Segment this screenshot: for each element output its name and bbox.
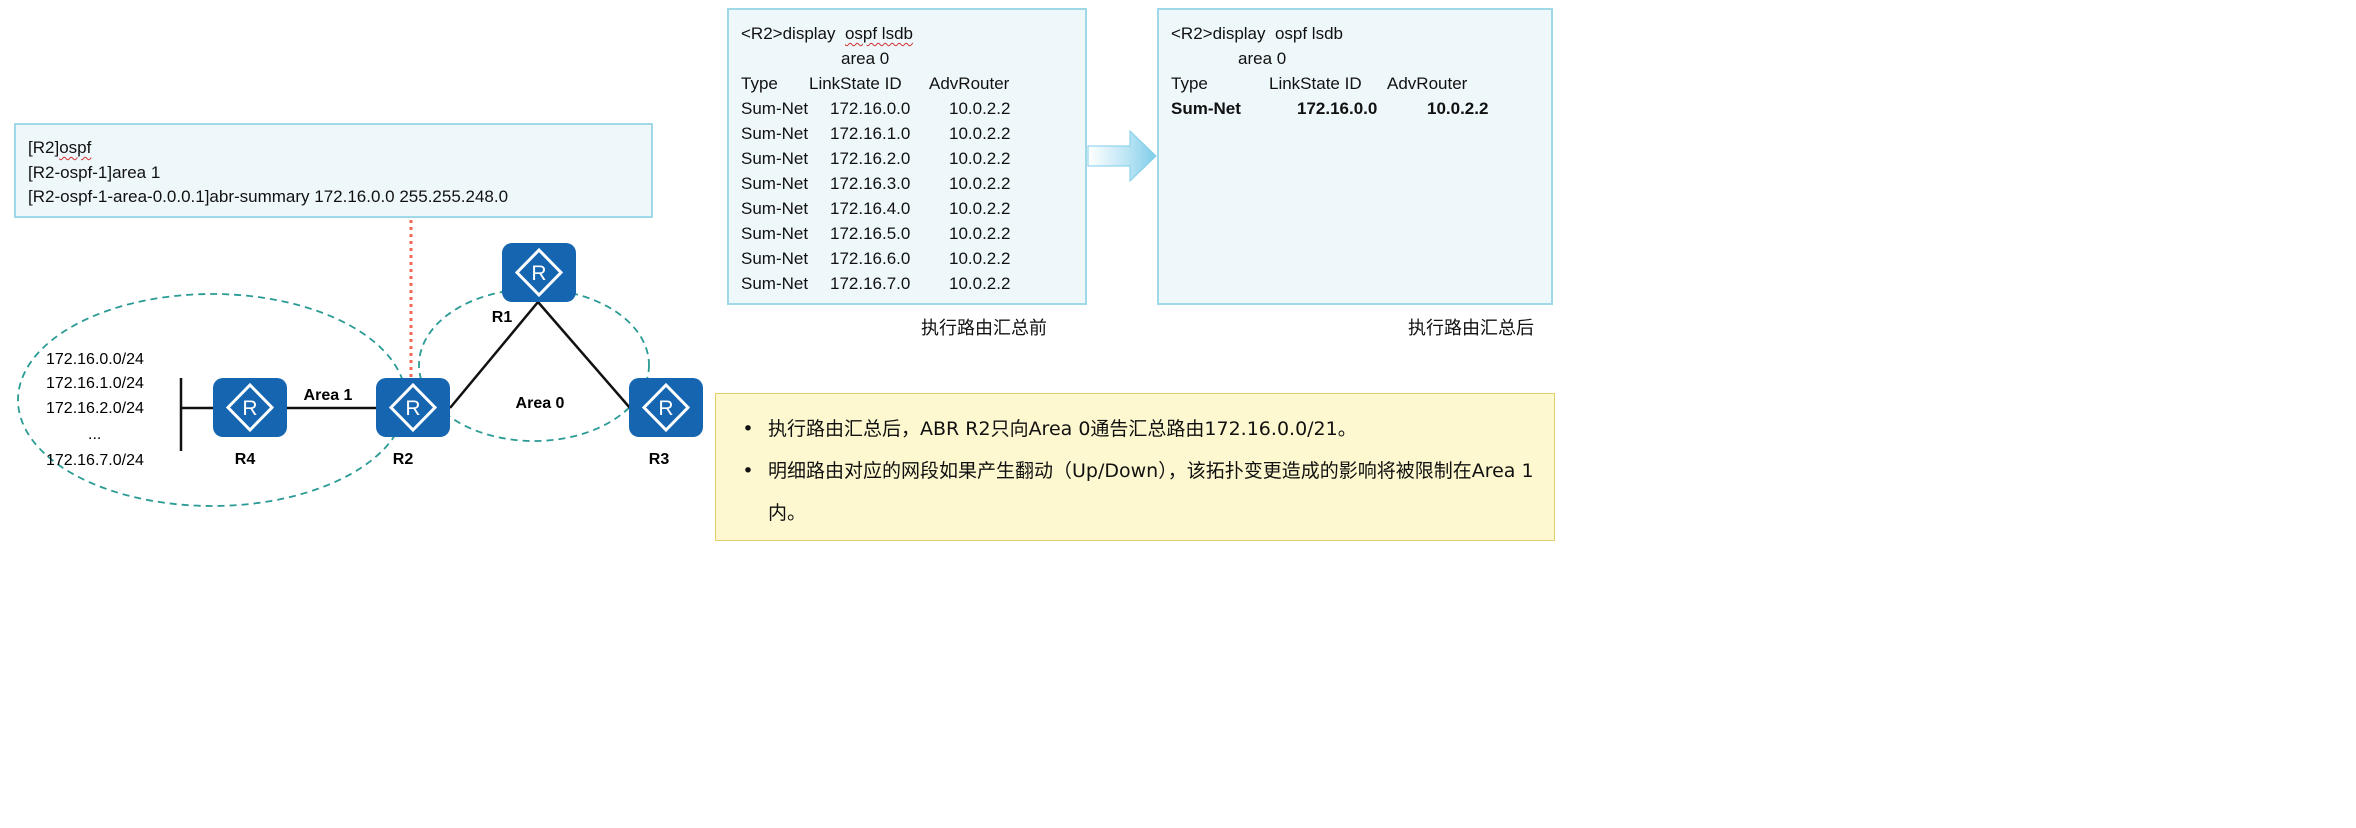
command-line-3: [R2-ospf-1-area-0.0.0.1]abr-summary 172.… [28, 187, 509, 206]
note-item: • 明细路由对应的网段如果产生翻动（Up/Down），该拓扑变更造成的影响将被限… [728, 450, 1534, 534]
lsdb-before-cell-adv: 10.0.2.2 [949, 99, 1011, 118]
arrow-right-icon [1087, 129, 1157, 183]
link-r2-r1 [449, 301, 539, 409]
lsdb-before-row: Sum-Net 172.16.5.0 10.0.2.2 [741, 221, 1073, 246]
lsdb-before-cell-id: 172.16.1.0 [830, 124, 911, 143]
lsdb-before-cell-id: 172.16.3.0 [830, 174, 911, 193]
area1-label: Area 1 [304, 387, 353, 404]
router-r1-icon: R [502, 243, 576, 302]
lsdb-before-area: area 0 [841, 49, 890, 68]
router-r4-label: R4 [235, 451, 256, 468]
lsdb-before-cell-id: 172.16.4.0 [830, 199, 911, 218]
lsdb-before-command: <R2>display ospf lsdb [741, 24, 913, 43]
lsdb-before-cell-adv: 10.0.2.2 [949, 224, 1011, 243]
router-r3-icon: R [629, 378, 703, 437]
bullet-icon: • [742, 418, 754, 440]
lsdb-before-cell-adv: 10.0.2.2 [949, 274, 1011, 293]
lsdb-before-cell-id: 172.16.0.0 [830, 99, 911, 118]
lsdb-before-cell-adv: 10.0.2.2 [949, 249, 1011, 268]
header-type: Type [741, 74, 778, 93]
lsdb-before-cell-type: Sum-Net [741, 249, 809, 268]
lsdb-before-row: Sum-Net 172.16.3.0 10.0.2.2 [741, 171, 1073, 196]
header-link-state-id: LinkState ID [809, 74, 902, 93]
lsdb-after-command-word: ospf lsdb [1274, 24, 1343, 43]
lsdb-before-cell-type: Sum-Net [741, 99, 809, 118]
header-adv-router: AdvRouter [1387, 74, 1468, 93]
lsdb-before-cell-adv: 10.0.2.2 [949, 199, 1011, 218]
header-link-state-id: LinkState ID [1269, 74, 1362, 93]
router-r1-label: R1 [492, 309, 513, 326]
network-ellipsis: ... [88, 426, 101, 443]
network-2: 172.16.1.0/24 [46, 375, 144, 392]
lsdb-before-cell-id: 172.16.5.0 [830, 224, 911, 243]
network-8: 172.16.7.0/24 [46, 452, 144, 469]
lsdb-before-cell-type: Sum-Net [741, 274, 809, 293]
svg-text:R: R [658, 397, 673, 420]
area0-boundary [418, 288, 650, 442]
caption-after: 执行路由汇总后 [1408, 318, 1534, 339]
router-r2-label: R2 [393, 451, 414, 468]
lsdb-before-cell-type: Sum-Net [741, 149, 809, 168]
summary-note-box: • 执行路由汇总后，ABR R2只向Area 0通告汇总路由172.16.0.0… [715, 393, 1555, 541]
lsdb-before-row: Sum-Net 172.16.1.0 10.0.2.2 [741, 121, 1073, 146]
note-item: • 执行路由汇总后，ABR R2只向Area 0通告汇总路由172.16.0.0… [728, 408, 1534, 450]
header-type: Type [1171, 74, 1208, 93]
lsdb-before-box: <R2>display ospf lsdb area 0 Type LinkSt… [727, 8, 1087, 305]
network-3: 172.16.2.0/24 [46, 400, 144, 417]
lsdb-after-box: <R2>display ospf lsdb area 0 Type LinkSt… [1157, 8, 1553, 305]
lsdb-before-cell-type: Sum-Net [741, 199, 809, 218]
svg-text:R: R [405, 397, 420, 420]
lsdb-before-row: Sum-Net 172.16.0.0 10.0.2.2 [741, 96, 1073, 121]
lsdb-before-command-word: ospf lsdb [844, 24, 913, 43]
lsdb-before-cell-type: Sum-Net [741, 174, 809, 193]
bullet-icon: • [742, 460, 754, 482]
lsdb-before-cell-adv: 10.0.2.2 [949, 124, 1011, 143]
lsdb-before-header: Type LinkState ID AdvRouter [741, 71, 1073, 96]
svg-text:R: R [531, 262, 546, 285]
note-text-2: 明细路由对应的网段如果产生翻动（Up/Down），该拓扑变更造成的影响将被限制在… [768, 460, 1534, 524]
command-box: [R2]ospf [R2-ospf-1]area 1 [R2-ospf-1-ar… [14, 123, 653, 218]
lsdb-after-header: Type LinkState ID AdvRouter [1171, 71, 1539, 96]
lsdb-before-cell-type: Sum-Net [741, 124, 809, 143]
lsdb-before-row: Sum-Net 172.16.6.0 10.0.2.2 [741, 246, 1073, 271]
lsdb-before-cell-id: 172.16.6.0 [830, 249, 911, 268]
command-ospf-word: ospf [59, 138, 92, 157]
lsdb-before-row: Sum-Net 172.16.2.0 10.0.2.2 [741, 146, 1073, 171]
caption-before: 执行路由汇总前 [921, 318, 1047, 339]
lsdb-before-cell-id: 172.16.2.0 [830, 149, 911, 168]
link-r1-r3 [537, 301, 631, 409]
header-adv-router: AdvRouter [929, 74, 1010, 93]
network-1: 172.16.0.0/24 [46, 351, 144, 368]
area0-label: Area 0 [516, 395, 565, 412]
lsdb-before-row: Sum-Net 172.16.4.0 10.0.2.2 [741, 196, 1073, 221]
lsdb-after-row: Sum-Net 172.16.0.0 10.0.2.2 [1171, 99, 1489, 118]
lsdb-after-area: area 0 [1238, 49, 1287, 68]
router-r2-icon: R [376, 378, 450, 437]
lsdb-before-cell-adv: 10.0.2.2 [949, 174, 1011, 193]
command-line-1: [R2]ospf [28, 138, 92, 157]
lsdb-before-row: Sum-Net 172.16.7.0 10.0.2.2 [741, 271, 1073, 296]
lsdb-before-cell-adv: 10.0.2.2 [949, 149, 1011, 168]
router-r4-icon: R [213, 378, 287, 437]
command-line-2: [R2-ospf-1]area 1 [28, 162, 161, 182]
lsdb-before-cell-type: Sum-Net [741, 224, 809, 243]
lsdb-before-cell-id: 172.16.7.0 [830, 274, 911, 293]
note-text-1: 执行路由汇总后，ABR R2只向Area 0通告汇总路由172.16.0.0/2… [768, 418, 1357, 440]
lsdb-after-command: <R2>display ospf lsdb [1171, 24, 1343, 43]
svg-text:R: R [242, 397, 257, 420]
router-r3-label: R3 [649, 451, 670, 468]
topology-diagram: R R R R R1 R2 R3 R4 Area 1 Area 0 172.16… [17, 129, 1157, 507]
